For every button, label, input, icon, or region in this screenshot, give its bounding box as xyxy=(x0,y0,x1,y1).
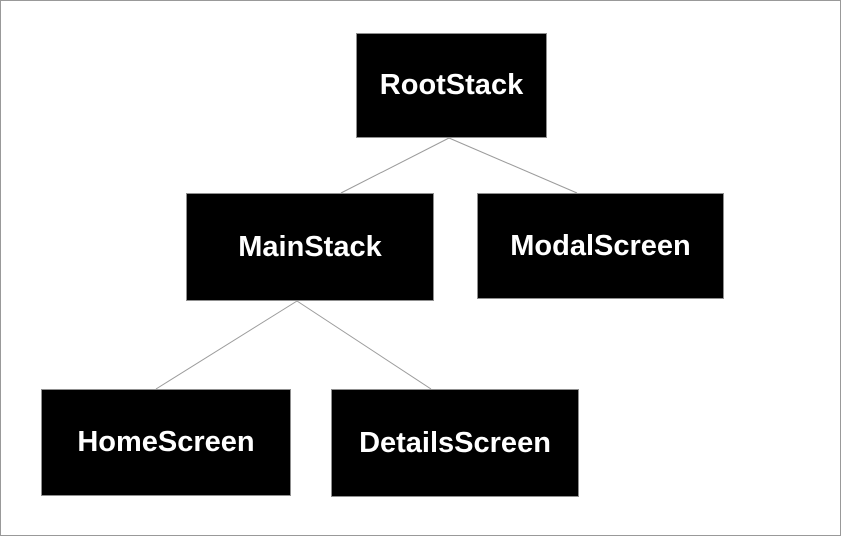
node-modalscreen: ModalScreen xyxy=(477,193,724,299)
edge-rootstack-modalscreen xyxy=(448,137,578,194)
node-mainstack: MainStack xyxy=(186,193,434,301)
node-rootstack: RootStack xyxy=(356,33,547,138)
edge-mainstack-homescreen xyxy=(155,300,298,390)
edge-mainstack-detailsscreen xyxy=(296,300,432,390)
node-detailsscreen-label: DetailsScreen xyxy=(359,426,551,459)
node-rootstack-label: RootStack xyxy=(379,69,524,101)
node-modalscreen-label: ModalScreen xyxy=(510,229,691,262)
node-homescreen: HomeScreen xyxy=(41,389,291,496)
edge-rootstack-mainstack xyxy=(340,137,450,194)
node-homescreen-label: HomeScreen xyxy=(77,426,255,458)
node-mainstack-label: MainStack xyxy=(238,230,382,263)
node-detailsscreen: DetailsScreen xyxy=(331,389,579,497)
